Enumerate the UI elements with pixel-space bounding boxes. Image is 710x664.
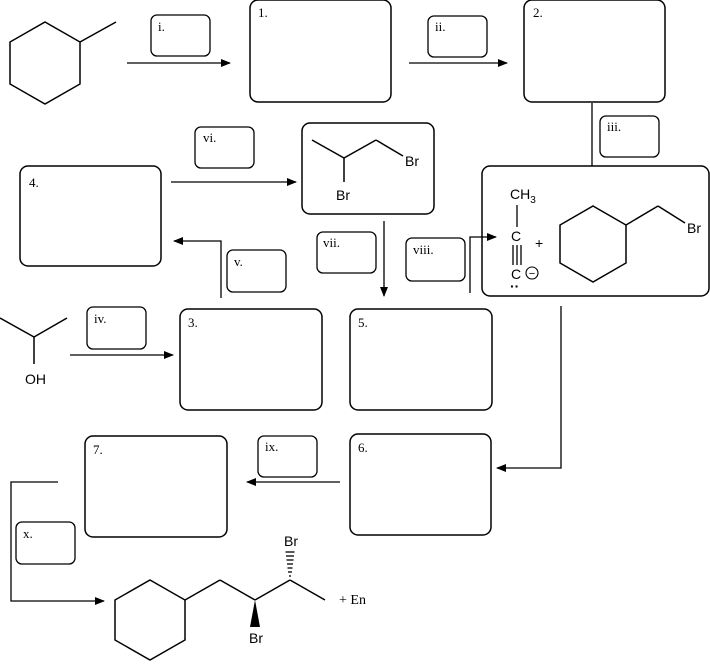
- reagent-box-iv[interactable]: iv.: [86, 306, 147, 350]
- answer-label-6: 6.: [358, 440, 368, 455]
- reactant-box-propynide-bromomethylcyclohexane: CH3 C C − ·· + Br: [481, 165, 710, 297]
- reagent-label-v: v.: [234, 254, 243, 269]
- reagent-box-viii[interactable]: viii.: [405, 237, 466, 282]
- product-br-top: Br: [284, 533, 298, 549]
- reagent-label-vii: vii.: [323, 235, 340, 250]
- reagent-label-iii: iii.: [607, 119, 621, 134]
- reagent-label-i: i.: [158, 19, 165, 34]
- negative-charge-circle: [525, 266, 539, 280]
- answer-label-4: 4.: [29, 175, 39, 190]
- propynide-ch3-label: CH3: [510, 186, 536, 206]
- plus-sign: +: [535, 235, 543, 251]
- reagent-box-v[interactable]: v.: [226, 249, 287, 293]
- isopropanol-structure: [0, 317, 68, 364]
- arrow-to-6: [496, 306, 562, 472]
- answer-label-1: 1.: [258, 5, 268, 20]
- reagent-box-i[interactable]: i.: [150, 14, 211, 57]
- bromomethylcyclohexane-structure: [559, 205, 686, 283]
- dibromopropane-br-secondary: Br: [336, 187, 350, 203]
- answer-box-7[interactable]: 7.: [84, 435, 228, 538]
- arrow-step-v: [173, 237, 222, 298]
- answer-label-7: 7.: [93, 442, 103, 457]
- reagent-label-ii: ii.: [435, 19, 445, 34]
- answer-box-4[interactable]: 4.: [19, 165, 162, 267]
- hashed-bond: [285, 551, 295, 577]
- reagent-box-vii[interactable]: vii.: [316, 231, 377, 274]
- triple-bond: [512, 245, 522, 265]
- product-plus-en: + En: [339, 593, 366, 608]
- reagent-box-vi[interactable]: vi.: [194, 126, 255, 169]
- wedge-bond: [250, 600, 260, 627]
- product-br-bottom: Br: [249, 630, 263, 646]
- reagent-label-iv: iv.: [94, 311, 107, 326]
- methylcyclohexane-structure: [9, 21, 117, 105]
- final-product-structure: Br Br + En: [114, 533, 366, 661]
- answer-box-2[interactable]: 2.: [523, 0, 666, 103]
- answer-box-1[interactable]: 1.: [249, 0, 392, 103]
- propynide-c-top: C: [511, 228, 521, 244]
- reagent-label-viii: viii.: [413, 242, 434, 257]
- reagent-label-x: x.: [23, 526, 33, 541]
- propynide-c-bottom: C: [511, 266, 521, 282]
- dibromopropane-box: Br Br: [301, 122, 435, 215]
- answer-label-5: 5.: [358, 315, 368, 330]
- reagent-box-ii[interactable]: ii.: [427, 15, 488, 58]
- arrow-step-x: [10, 481, 105, 605]
- lone-pair: ··: [510, 278, 519, 294]
- reagent-label-vi: vi.: [203, 130, 216, 145]
- arrow-step-viii: [469, 233, 497, 293]
- answer-label-3: 3.: [188, 315, 198, 330]
- reagent-box-x[interactable]: x.: [15, 521, 76, 565]
- reagent-box-iii[interactable]: iii.: [599, 115, 660, 158]
- negative-charge: −: [529, 268, 535, 280]
- reagent-box-ix[interactable]: ix.: [257, 435, 318, 478]
- reagent-label-ix: ix.: [265, 439, 278, 454]
- dibromopropane-br-primary: Br: [405, 153, 419, 169]
- answer-box-6[interactable]: 6.: [349, 433, 492, 536]
- answer-box-5[interactable]: 5.: [349, 308, 493, 411]
- bromomethyl-br: Br: [687, 220, 701, 236]
- answer-box-3[interactable]: 3.: [179, 308, 323, 411]
- alcohol-oh: OH: [25, 371, 46, 387]
- answer-label-2: 2.: [533, 5, 543, 20]
